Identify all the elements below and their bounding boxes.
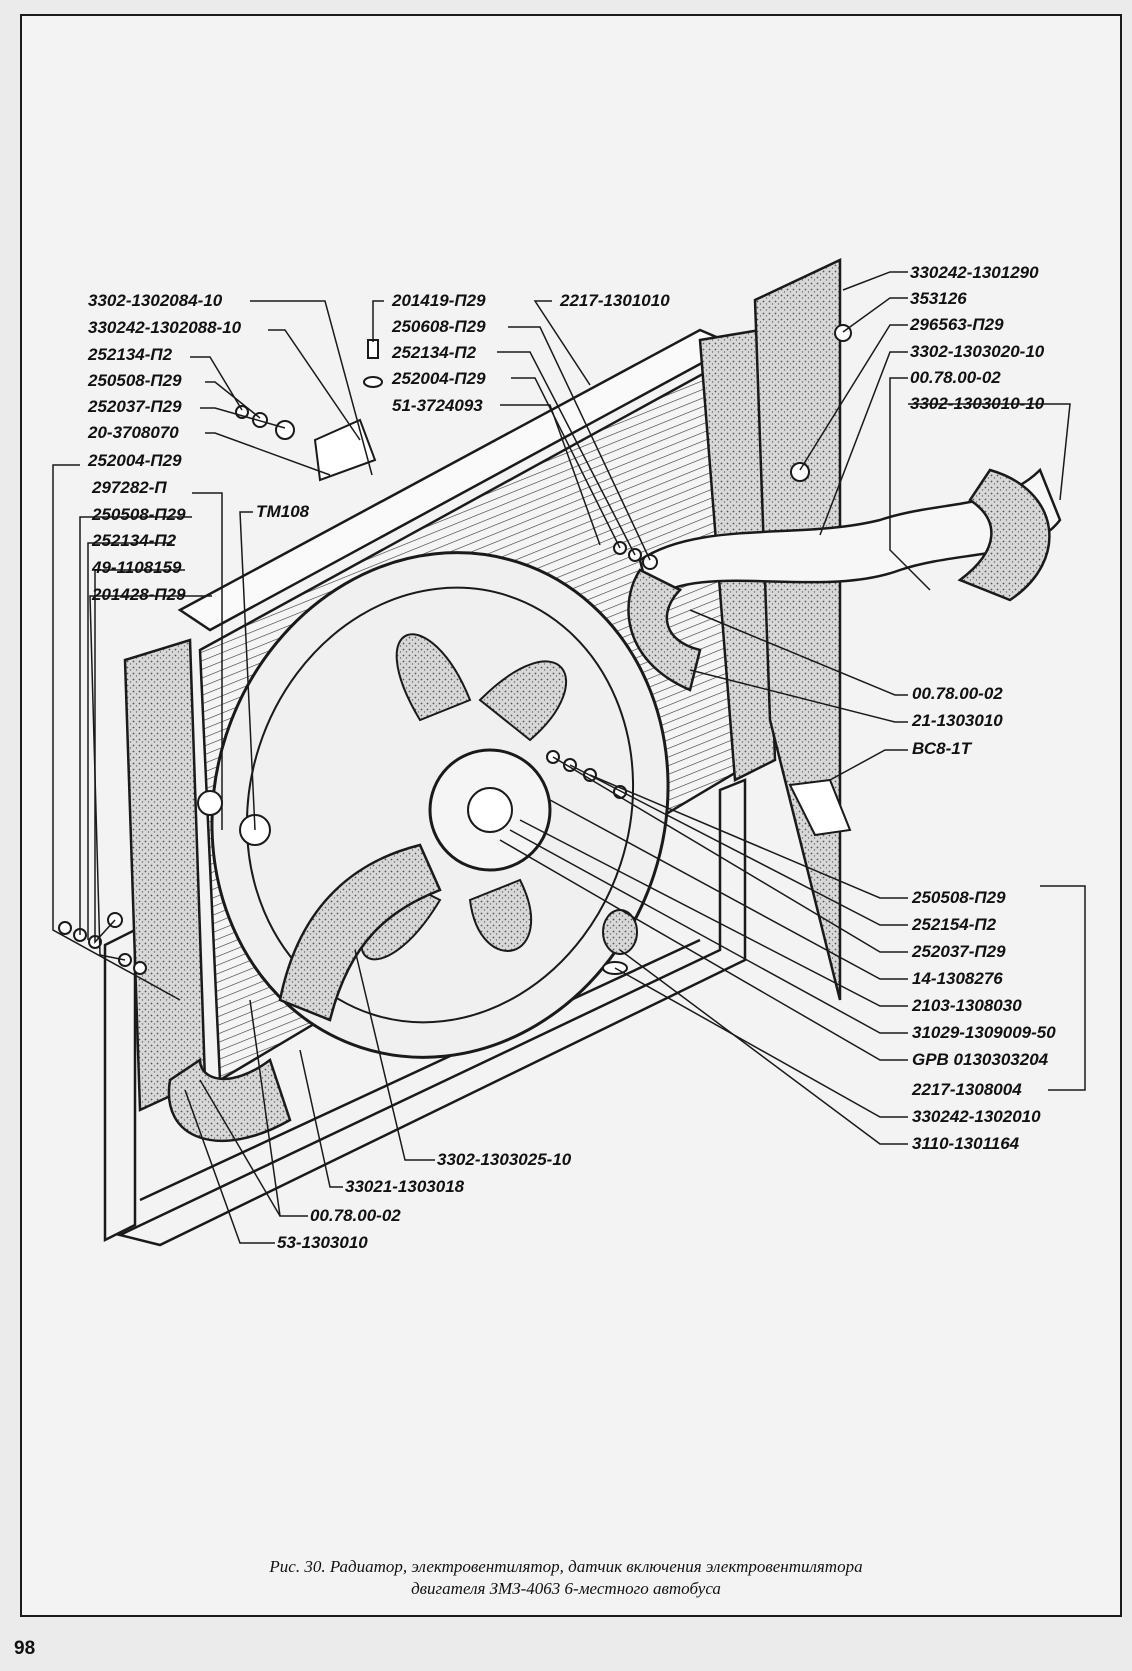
part-label: 252134-П2 <box>392 343 477 362</box>
part-label: 252134-П2 <box>92 531 177 550</box>
part-label: 250608-П29 <box>392 317 486 336</box>
part-label: 330242-1302088-10 <box>88 318 242 337</box>
hoses <box>167 467 1062 1142</box>
lower-hose-elbow <box>167 1057 292 1142</box>
fan-blade <box>478 660 568 742</box>
part-label: 330242-1301290 <box>910 263 1039 282</box>
caption-line-1: Рис. 30. Радиатор, электровентилятор, да… <box>269 1557 863 1576</box>
part-label: 3302-1303025-10 <box>437 1150 572 1169</box>
part-label: 252037-П29 <box>88 397 182 416</box>
fan-blade <box>468 878 533 952</box>
part-label: 252004-П29 <box>392 369 486 388</box>
lower-hose <box>278 843 442 1022</box>
rear-panel <box>753 258 842 1001</box>
part-label: 49-1108159 <box>92 558 182 577</box>
part-label: ВС8-1Т <box>912 739 972 758</box>
part-label: 14-1308276 <box>912 969 1003 988</box>
left-tank <box>123 638 207 1112</box>
part-label: 330242-1302010 <box>912 1107 1041 1126</box>
part-label: 3110-1301164 <box>912 1134 1020 1153</box>
part-label: 201428-П29 <box>92 585 186 604</box>
part-label: 2103-1308030 <box>912 996 1022 1015</box>
upper-hose <box>638 467 1062 603</box>
part-label: 3302-1302084-10 <box>88 291 223 310</box>
part-label: 00.78.00-02 <box>910 368 1001 387</box>
part-label: 21-1303010 <box>912 711 1003 730</box>
right-hose <box>957 468 1051 602</box>
part-label: 51-3724093 <box>392 396 483 415</box>
part-label: 3302-1303020-10 <box>910 342 1045 361</box>
part-label: 252004-П29 <box>88 451 182 470</box>
caption-line-2: двигателя ЗМЗ-4063 6-местного автобуса <box>411 1579 721 1598</box>
part-label: 00.78.00-02 <box>912 684 1003 703</box>
part-label: 20-3708070 <box>88 423 179 442</box>
part-label: GPB 0130303204 <box>912 1050 1049 1069</box>
part-label: 353126 <box>910 289 967 308</box>
part-label: 250508-П29 <box>92 505 186 524</box>
leader-lines <box>52 271 1086 1244</box>
part-label: 296563-П29 <box>910 315 1004 334</box>
part-label: 250508-П29 <box>912 888 1006 907</box>
part-label: 252037-П29 <box>912 942 1006 961</box>
part-label: 3302-1303010-10 <box>910 394 1045 413</box>
part-label: 252134-П2 <box>88 345 173 364</box>
part-label: 297282-П <box>92 478 167 497</box>
fan-blade <box>395 633 472 722</box>
part-label: 00.78.00-02 <box>310 1206 401 1225</box>
upper-hose-elbow <box>627 568 702 692</box>
page-number: 98 <box>14 1638 36 1659</box>
part-label: 2217-1308004 <box>912 1080 1022 1099</box>
part-label: ТМ108 <box>256 502 310 521</box>
figure-caption: Рис. 30. Радиатор, электровентилятор, да… <box>0 1556 1132 1600</box>
part-label: 250508-П29 <box>88 371 182 390</box>
part-label: 33021-1303018 <box>345 1177 465 1196</box>
part-label: 31029-1309009-50 <box>912 1023 1056 1042</box>
part-label: 252154-П2 <box>912 915 997 934</box>
part-label: 201419-П29 <box>392 291 486 310</box>
part-label: 2217-1301010 <box>560 291 670 310</box>
part-label: 53-1303010 <box>277 1233 368 1252</box>
